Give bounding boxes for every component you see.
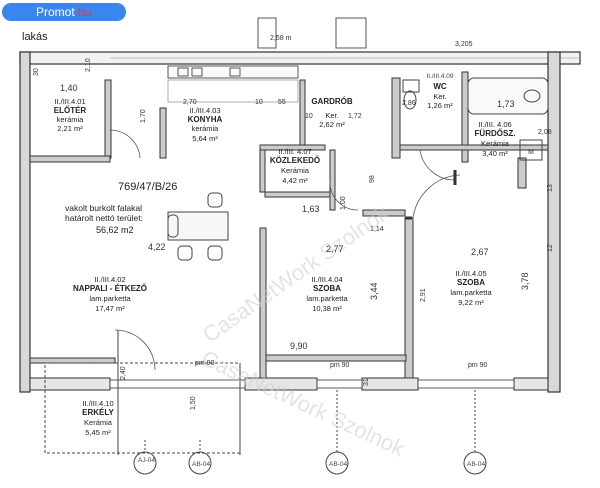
svg-text:2,62 m²: 2,62 m² <box>319 120 345 129</box>
svg-text:2,86: 2,86 <box>402 100 416 107</box>
svg-text:lam.parketta: lam.parketta <box>306 294 348 303</box>
source-badge[interactable]: Promot.hu <box>2 3 126 21</box>
plan-id: 769/47/B/26 <box>118 181 177 193</box>
svg-text:II./III.4.09: II./III.4.09 <box>426 73 453 80</box>
room-erkely: II./III.4.10 ERKÉLY Kerámia 5,45 m² <box>82 399 114 437</box>
svg-text:9,90: 9,90 <box>290 341 308 351</box>
svg-text:II./III.4.01: II./III.4.01 <box>54 97 85 106</box>
sill-label-2: pm 90 <box>330 362 350 369</box>
svg-text:2,08: 2,08 <box>538 129 552 136</box>
svg-text:9,22 m²: 9,22 m² <box>458 298 484 307</box>
svg-text:II./III.4.02: II./III.4.02 <box>94 275 125 284</box>
svg-text:2,77: 2,77 <box>326 244 344 254</box>
svg-text:1,73: 1,73 <box>497 99 515 109</box>
svg-text:Ker.: Ker. <box>325 111 338 120</box>
note-line-3: 56,62 m2 <box>96 225 134 235</box>
svg-text:4,22: 4,22 <box>148 242 166 252</box>
svg-text:II./III.4.05: II./III.4.05 <box>455 269 486 278</box>
svg-text:1,40: 1,40 <box>60 83 78 93</box>
svg-text:10: 10 <box>305 113 313 120</box>
svg-text:30: 30 <box>33 68 40 76</box>
svg-text:1,26 m²: 1,26 m² <box>427 101 453 110</box>
dimensions: 1,40 2,70 55 10 10 1,72 1,73 1,70 1,63 2… <box>33 58 554 410</box>
svg-text:3,44: 3,44 <box>369 282 379 300</box>
axis-label-2: AB-04 <box>192 461 210 468</box>
svg-text:12: 12 <box>547 244 554 252</box>
svg-text:3,78: 3,78 <box>520 272 530 290</box>
svg-text:1,72: 1,72 <box>348 113 362 120</box>
svg-text:KÖZLEKEDŐ: KÖZLEKEDŐ <box>270 156 320 165</box>
badge-text: Promot <box>36 5 75 19</box>
svg-text:II./III. 4.07: II./III. 4.07 <box>278 147 311 156</box>
svg-text:2,67: 2,67 <box>471 247 489 257</box>
sill-label-3: pm 90 <box>468 362 488 369</box>
svg-text:II./III. 4.06: II./III. 4.06 <box>478 120 511 129</box>
svg-text:FÜRDŐSZ.: FÜRDŐSZ. <box>475 129 516 138</box>
svg-text:SZOBA: SZOBA <box>313 284 341 293</box>
svg-text:17,47 m²: 17,47 m² <box>95 304 125 313</box>
sill-label-1: pm 90 <box>195 360 215 367</box>
axis-label-1: AJ-04 <box>138 457 155 464</box>
svg-text:lam.parketta: lam.parketta <box>450 288 492 297</box>
svg-text:NAPPALI - ÉTKEZŐ: NAPPALI - ÉTKEZŐ <box>73 284 147 293</box>
room-kozleked: II./III. 4.07 KÖZLEKEDŐ Kerámia 4,42 m² <box>270 147 320 185</box>
svg-text:GARDRÓB: GARDRÓB <box>311 97 353 106</box>
axis-label-3: AB-04 <box>329 461 347 468</box>
room-konyha: II./III.4.03 KONYHA kerámia 5,64 m² <box>188 106 223 143</box>
header-dim-2: 3,205 <box>455 41 473 48</box>
svg-text:Kerámia: Kerámia <box>481 139 510 148</box>
room-furdo: II./III. 4.06 FÜRDŐSZ. Kerámia 3,40 m² <box>475 120 516 158</box>
svg-text:Ker.: Ker. <box>433 92 446 101</box>
svg-text:SZOBA: SZOBA <box>457 278 485 287</box>
svg-text:II./III.4.04: II./III.4.04 <box>311 275 342 284</box>
svg-text:Kerámia: Kerámia <box>84 418 113 427</box>
svg-text:KONYHA: KONYHA <box>188 115 223 124</box>
room-szoba-2: II./III.4.05 SZOBA lam.parketta 9,22 m² <box>450 269 492 307</box>
svg-text:2,91: 2,91 <box>420 288 427 302</box>
svg-text:5,45 m²: 5,45 m² <box>85 428 111 437</box>
svg-text:II./III.4.10: II./III.4.10 <box>82 399 113 408</box>
svg-text:II./III.4.03: II./III.4.03 <box>189 106 220 115</box>
svg-text:1,00: 1,00 <box>340 196 347 210</box>
room-szoba-1: II./III.4.04 SZOBA lam.parketta 10,38 m² <box>306 275 348 313</box>
svg-text:2,70: 2,70 <box>183 99 197 106</box>
svg-text:2,40: 2,40 <box>120 366 127 380</box>
note-line-1: vakolt burkolt falakal <box>65 203 142 213</box>
header-label: lakás <box>22 31 48 43</box>
svg-text:5,64 m²: 5,64 m² <box>192 134 218 143</box>
header-dim-1: 2,58 m <box>270 35 292 42</box>
svg-text:4,42 m²: 4,42 m² <box>282 176 308 185</box>
room-eloter: II./III.4.01 ELŐTÉR kerámia 2,21 m² <box>54 97 87 133</box>
badge-domain: .hu <box>74 5 92 19</box>
room-nappali: II./III.4.02 NAPPALI - ÉTKEZŐ lam.parket… <box>73 275 147 313</box>
svg-text:WC: WC <box>433 82 447 91</box>
svg-text:55: 55 <box>278 99 286 106</box>
svg-text:13: 13 <box>547 184 554 192</box>
svg-text:M: M <box>528 149 534 156</box>
svg-text:1,63: 1,63 <box>302 204 320 214</box>
svg-text:CasaNetWork Szolnok: CasaNetWork Szolnok <box>198 345 410 461</box>
svg-text:1,50: 1,50 <box>190 396 197 410</box>
svg-text:10: 10 <box>255 99 263 106</box>
note-line-2: határolt nettó terület: <box>65 213 143 223</box>
svg-text:ELŐTÉR: ELŐTÉR <box>54 106 87 115</box>
svg-text:31: 31 <box>363 378 370 386</box>
svg-text:2,21 m²: 2,21 m² <box>57 124 83 133</box>
svg-text:1,14: 1,14 <box>370 226 384 233</box>
axis-label-4: AB-04 <box>467 461 485 468</box>
watermark-lower: CasaNetWork Szolnok <box>198 345 410 461</box>
svg-text:2,10: 2,10 <box>85 58 92 72</box>
svg-text:kerámia: kerámia <box>57 115 85 124</box>
room-gardrob: GARDRÓB Ker. 2,62 m² <box>311 97 353 129</box>
svg-text:98: 98 <box>369 175 376 183</box>
svg-text:lam.parketta: lam.parketta <box>89 294 131 303</box>
svg-text:3,40 m²: 3,40 m² <box>482 149 508 158</box>
svg-text:ERKÉLY: ERKÉLY <box>82 408 114 417</box>
svg-text:Kerámia: Kerámia <box>281 166 310 175</box>
room-wc: II./III.4.09 WC Ker. 1,26 m² <box>426 73 453 110</box>
svg-text:10,38 m²: 10,38 m² <box>312 304 342 313</box>
svg-text:1,70: 1,70 <box>140 109 147 123</box>
svg-text:kerámia: kerámia <box>192 124 220 133</box>
